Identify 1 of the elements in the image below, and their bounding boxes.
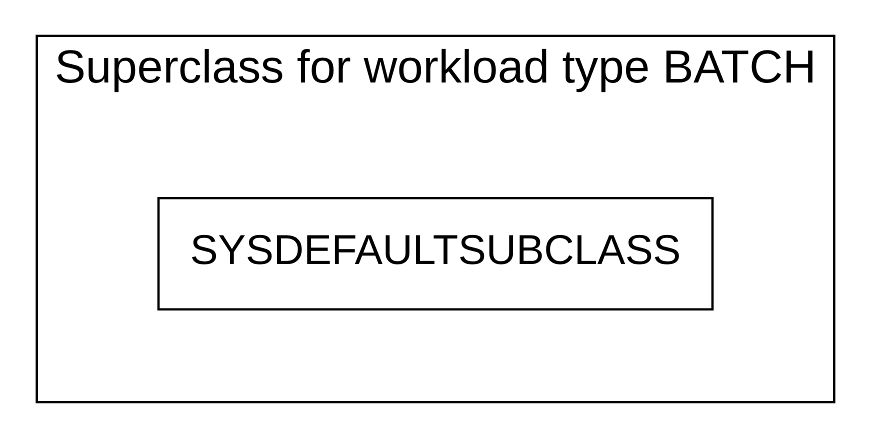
node-box: SYSDEFAULTSUBCLASS bbox=[157, 196, 714, 311]
